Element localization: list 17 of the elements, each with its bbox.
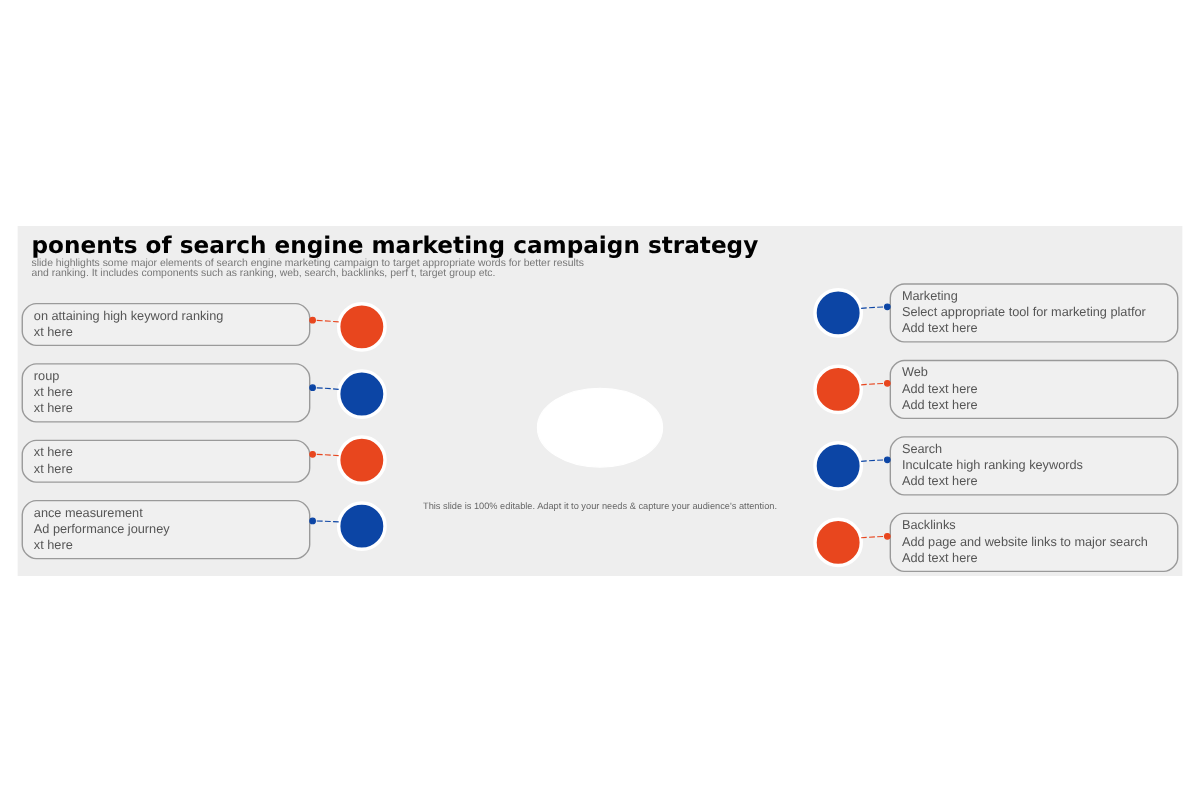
connector xyxy=(860,378,891,386)
connector xyxy=(860,455,891,463)
node-circle xyxy=(336,300,387,351)
connector xyxy=(309,383,340,390)
node-circle xyxy=(336,434,387,484)
connector xyxy=(309,516,340,524)
node-circle xyxy=(336,500,387,551)
diagram-title: ponents of search engine marketing campaign strategy xyxy=(31,229,759,258)
node-circle xyxy=(813,516,864,567)
node-circle xyxy=(813,363,864,414)
node-circle xyxy=(813,440,864,490)
node-circle xyxy=(336,368,387,418)
connector xyxy=(860,531,891,539)
connector xyxy=(309,315,340,323)
connector xyxy=(309,449,340,457)
node-circle xyxy=(813,287,864,337)
connector xyxy=(860,302,891,310)
